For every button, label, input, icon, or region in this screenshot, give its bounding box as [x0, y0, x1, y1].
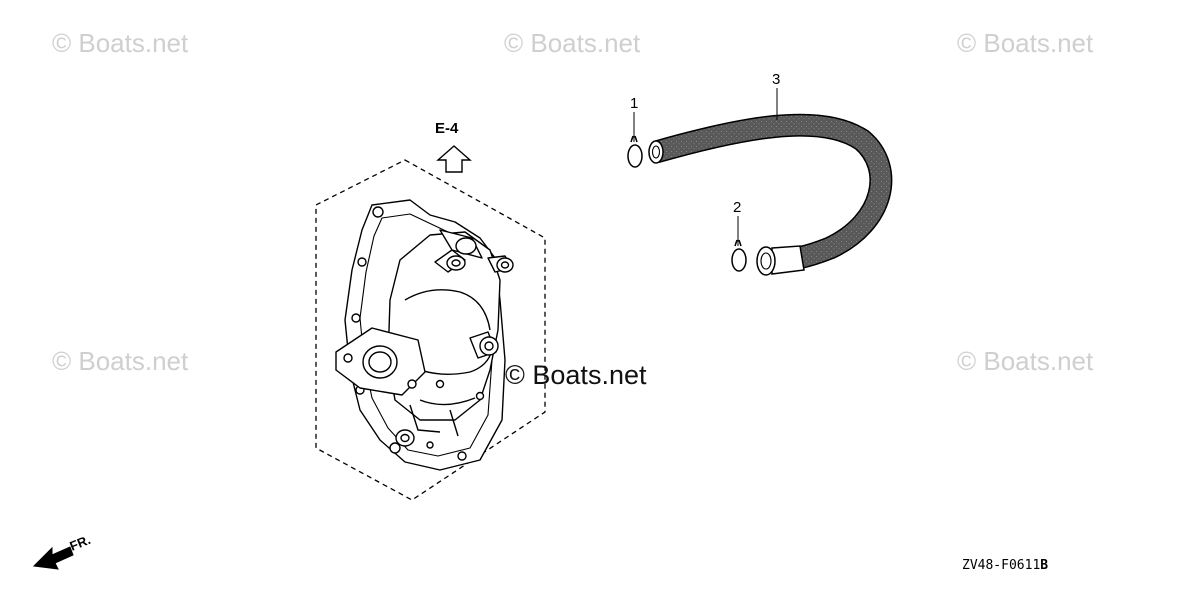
- front-label: FR.: [68, 532, 93, 554]
- watermark-top-center: © Boats.net: [504, 28, 641, 58]
- front-direction-indicator: FR.: [32, 532, 93, 570]
- diagram-code: ZV48-F0611B: [962, 558, 1048, 573]
- pump-assembly-drawing: [335, 199, 514, 471]
- watermark-mid-right: © Boats.net: [957, 346, 1094, 376]
- reference-up-arrow-icon: [436, 145, 472, 173]
- diagram-code-prefix: ZV48-F0611: [962, 558, 1040, 573]
- watermark-center: © Boats.net: [505, 360, 647, 390]
- watermark-top-right: © Boats.net: [957, 28, 1094, 58]
- callout-1: 1: [630, 95, 638, 112]
- hose-part-3: [648, 113, 893, 276]
- watermark-mid-left: © Boats.net: [52, 346, 189, 376]
- watermark-top-left: © Boats.net: [52, 28, 189, 58]
- callout-2: 2: [733, 199, 741, 216]
- diagram-code-suffix: B: [1040, 558, 1048, 573]
- front-arrow-icon: [32, 546, 74, 570]
- callout-3: 3: [772, 71, 780, 88]
- clip-part-2: [731, 239, 747, 272]
- clip-part-1: [627, 135, 643, 168]
- reference-label: E-4: [435, 120, 459, 137]
